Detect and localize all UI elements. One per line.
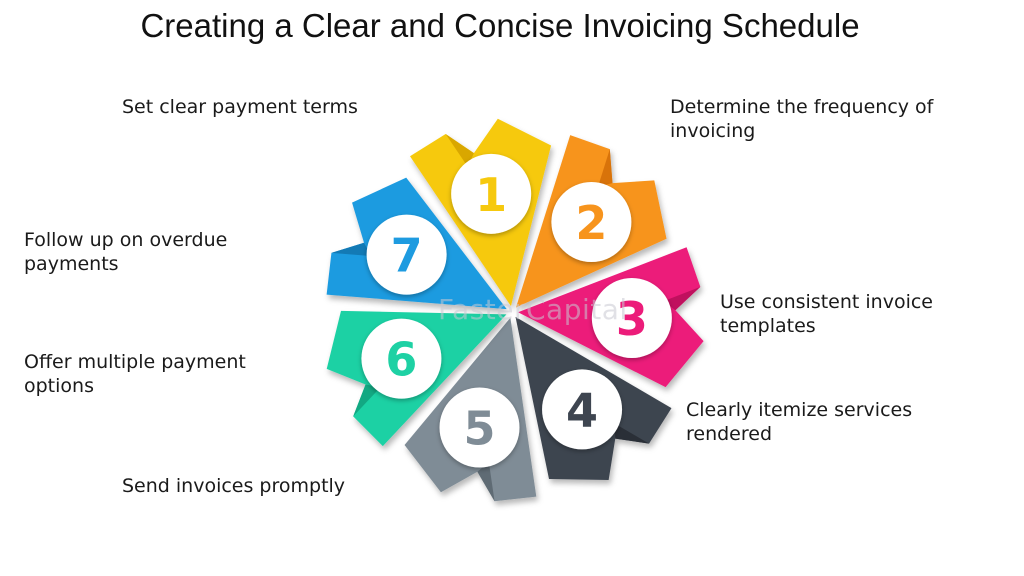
- number-circle: [451, 153, 532, 234]
- segment-fold-shape: [615, 423, 650, 444]
- segment-fold-shape: [477, 462, 495, 502]
- step-3-segment: 3: [517, 247, 704, 388]
- step-7-number: 7: [391, 229, 423, 283]
- watermark: FasterCapital: [438, 293, 628, 326]
- step-5-label: Send invoices promptly: [122, 474, 345, 498]
- step-3-label-line-2: templates: [720, 315, 816, 337]
- step-2-label: Determine the frequency of invoicing: [670, 95, 933, 143]
- number-circle: [439, 387, 520, 468]
- segment-fold-shape: [663, 286, 701, 311]
- step-5-number: 5: [463, 402, 495, 456]
- step-4-label: Clearly itemize services rendered: [686, 398, 912, 446]
- step-4-label-line-2: rendered: [686, 423, 773, 445]
- step-3-number: 3: [616, 292, 648, 346]
- number-circle: [551, 182, 632, 263]
- step-4-segment: 4: [515, 316, 672, 480]
- segment-fold-shape: [445, 133, 474, 167]
- step-3-label-line-1: Use consistent invoice: [720, 291, 933, 313]
- step-1-label: Set clear payment terms: [122, 95, 358, 119]
- step-4-number: 4: [566, 383, 598, 437]
- step-6-label: Offer multiple payment options: [24, 350, 246, 398]
- step-7-label-line-1: Follow up on overdue: [24, 229, 228, 251]
- step-6-number: 6: [385, 333, 417, 387]
- step-7-label: Follow up on overdue payments: [24, 228, 227, 276]
- step-1-segment: 1: [410, 118, 552, 307]
- step-7-label-line-2: payments: [24, 253, 119, 275]
- step-4-label-line-1: Clearly itemize services: [686, 399, 913, 421]
- step-7-segment: 7: [326, 177, 507, 310]
- number-circle: [366, 214, 447, 295]
- segment-fold-shape: [353, 384, 381, 417]
- step-6-segment: 6: [326, 310, 507, 447]
- step-1-number: 1: [475, 168, 507, 222]
- number-circle: [591, 277, 672, 358]
- step-2-label-line-1: Determine the frequency of: [670, 96, 934, 118]
- number-circle: [542, 369, 623, 450]
- step-5-segment: 5: [404, 317, 537, 502]
- page-title: Creating a Clear and Concise Invoicing S…: [140, 7, 860, 44]
- number-circle: [361, 318, 442, 399]
- step-2-label-line-2: invoicing: [670, 120, 756, 142]
- step-6-label-line-1: Offer multiple payment: [24, 351, 246, 373]
- step-6-label-line-2: options: [24, 375, 94, 397]
- step-5-label-line: Send invoices promptly: [122, 475, 346, 497]
- segment-fold-shape: [331, 242, 371, 257]
- step-3-label: Use consistent invoice templates: [720, 290, 933, 338]
- step-2-number: 2: [575, 196, 607, 250]
- step-2-segment: 2: [515, 135, 667, 308]
- segment-fold-shape: [598, 149, 613, 187]
- step-1-label-line: Set clear payment terms: [122, 96, 358, 118]
